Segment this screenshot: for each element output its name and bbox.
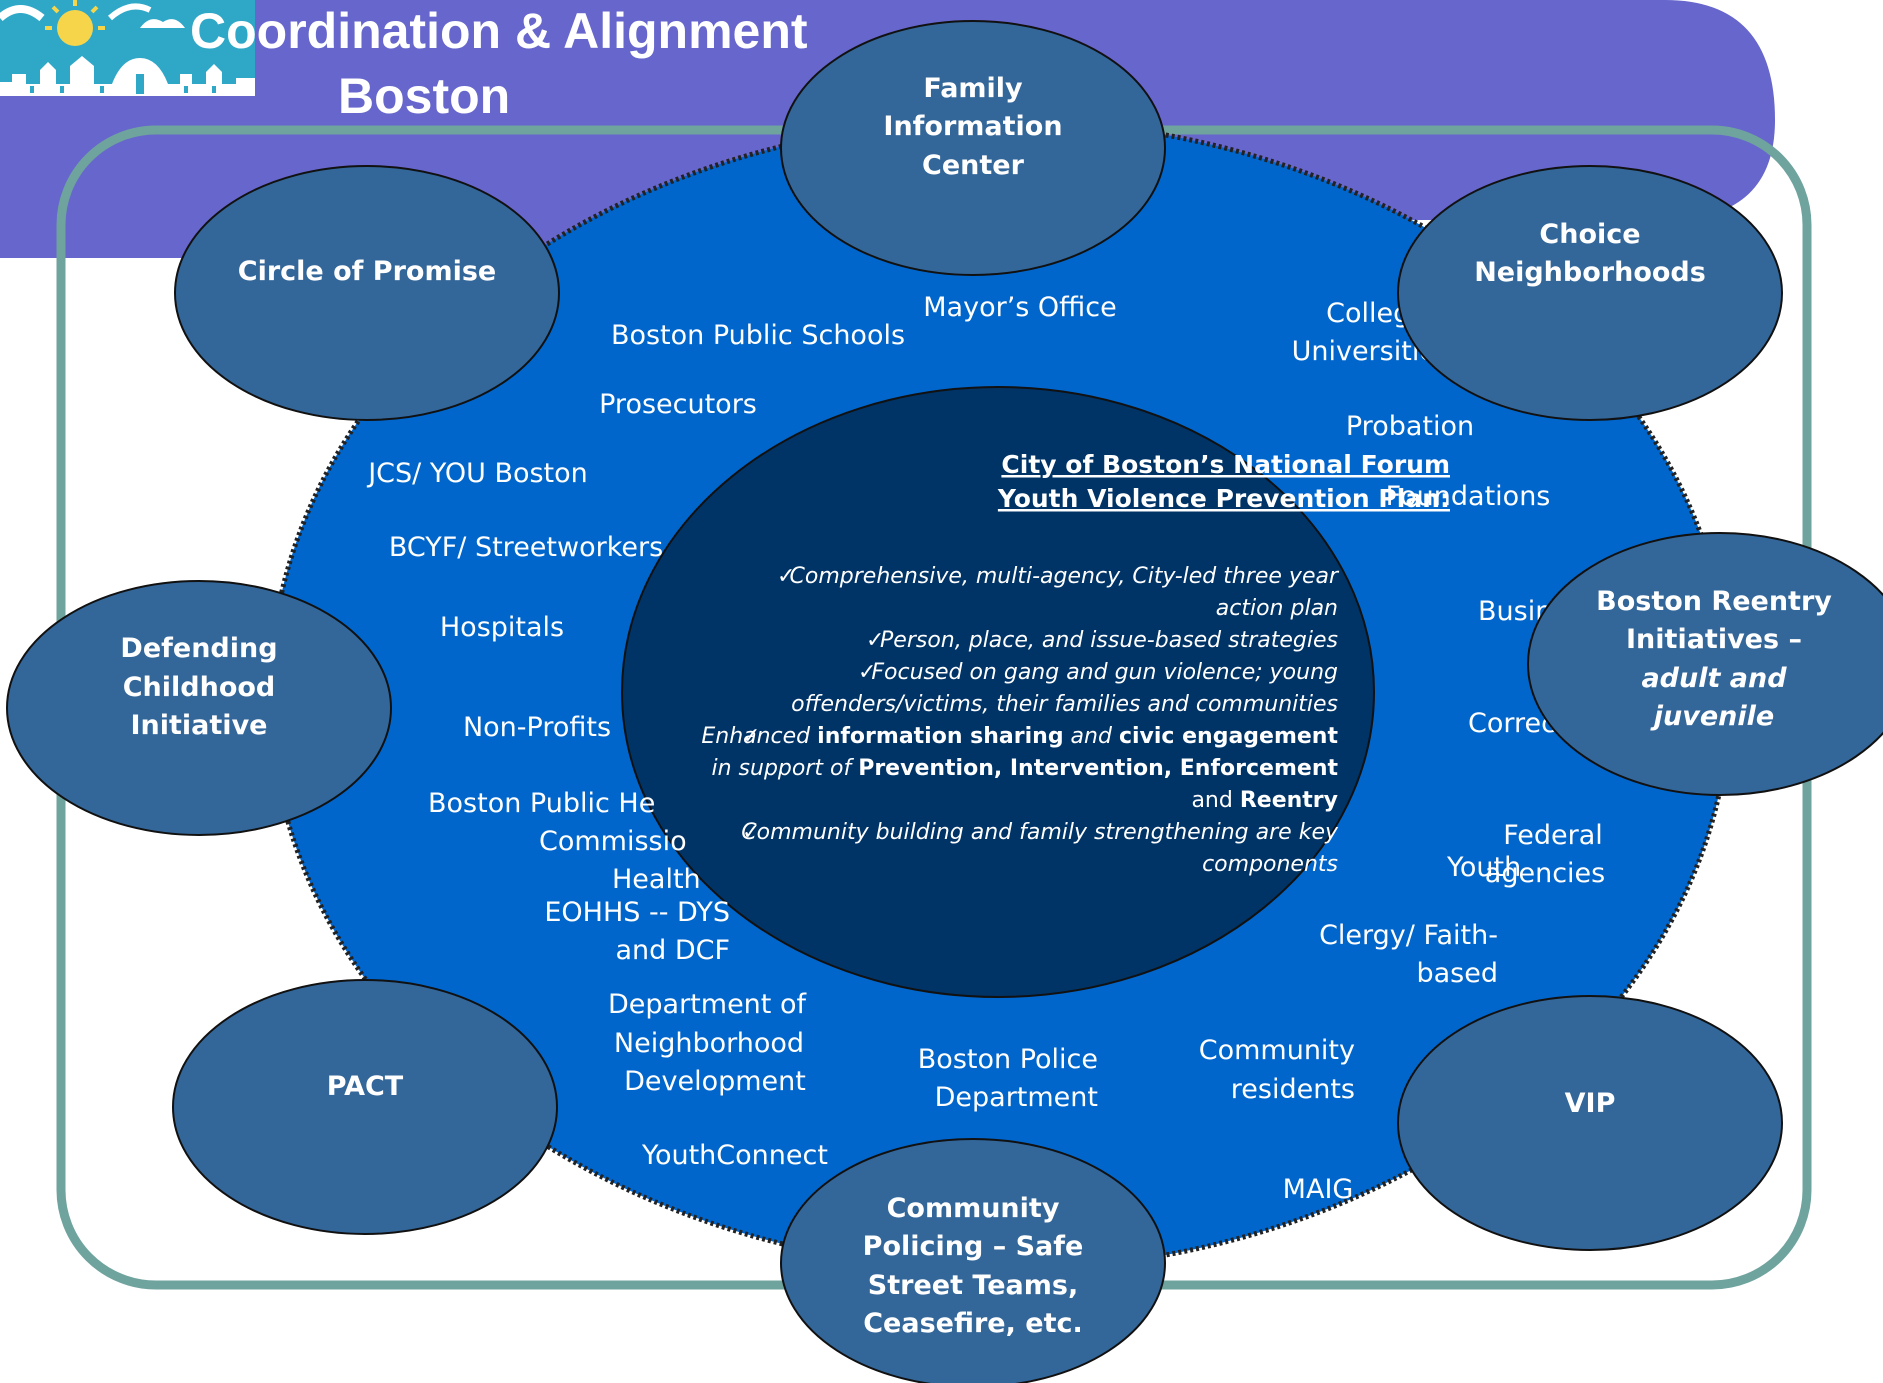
satellite-boston-reentry: Boston Reentry Initiatives – adult and j… <box>1527 532 1883 796</box>
satellite-label: Center <box>922 150 1025 181</box>
title-line-2: Boston <box>338 68 510 124</box>
satellite-label: Policing – Safe <box>863 1231 1084 1262</box>
satellite-label: Family <box>923 73 1023 104</box>
check-icon: ✓ <box>858 660 876 685</box>
check-icon: ✓ <box>742 820 760 845</box>
partner-dnd-line-3: Development <box>624 1066 806 1097</box>
satellite-vip: VIP <box>1397 995 1783 1251</box>
satellite-circle-of-promise: Circle of Promise <box>174 165 560 421</box>
core-bullet-5-line-2: components <box>1202 852 1338 877</box>
partner-eohhs-line-2: and DCF <box>615 935 730 966</box>
satellite-label: Community <box>887 1193 1060 1224</box>
satellite-label: Circle of Promise <box>238 256 496 287</box>
partner-maig: MAIG <box>1283 1174 1354 1205</box>
partner-youthconnect: YouthConnect <box>641 1140 828 1171</box>
partner-residents-line-1: Community <box>1199 1035 1355 1066</box>
satellite-label: Ceasefire, etc. <box>863 1308 1083 1339</box>
partner-mayors-office: Mayor’s Office <box>923 292 1116 323</box>
core-title-line-2: Youth Violence Prevention Plan: <box>997 484 1450 513</box>
satellite-label: adult and <box>1641 663 1787 694</box>
partner-probation: Probation <box>1346 411 1474 442</box>
partner-dnd-line-1: Department of <box>608 989 807 1020</box>
partner-youth: Youth <box>1446 852 1521 883</box>
satellite-family-information-center: Family Information Center <box>780 20 1166 276</box>
satellite-community-policing: Community Policing – Safe Street Teams, … <box>780 1138 1166 1383</box>
satellite-label: Choice <box>1539 219 1640 250</box>
partner-hospitals: Hospitals <box>440 612 564 643</box>
satellite-pact: PACT <box>172 979 558 1235</box>
core-bullet-5-line-1: Community building and family strengthen… <box>741 820 1339 845</box>
partner-non-profits: Non-Profits <box>463 712 611 743</box>
title-line-1: Coordination & Alignment <box>190 3 808 59</box>
core-bullet-3-line-2: offenders/victims, their families and co… <box>791 692 1338 717</box>
partner-jcs-you-boston: JCS/ YOU Boston <box>366 458 588 489</box>
core-bullet-3-line-1: Focused on gang and gun violence; young <box>871 660 1338 685</box>
partner-prosecutors: Prosecutors <box>599 389 757 420</box>
satellite-label: Childhood <box>123 672 276 703</box>
partner-bpd-line-1: Boston Police <box>918 1044 1098 1075</box>
partner-labels: Mayor’s Office Boston Public Schools Col… <box>366 292 1605 1205</box>
core-bullet-2: Person, place, and issue-based strategie… <box>880 628 1338 653</box>
check-icon: ✓ <box>742 724 760 749</box>
satellite-label: PACT <box>327 1071 404 1102</box>
core-bullet-1-line-1: Comprehensive, multi-agency, City-led th… <box>790 564 1340 589</box>
partner-bphc-line-3: Health <box>612 864 701 895</box>
satellite-label: Information <box>883 111 1062 142</box>
partner-dnd-line-2: Neighborhood <box>614 1028 804 1059</box>
partner-bphc-line-2: Commissio <box>539 826 687 857</box>
partner-clergy-line-1: Clergy/ Faith- <box>1319 920 1498 951</box>
partner-bpd-line-2: Department <box>935 1082 1098 1113</box>
partner-boston-public-schools: Boston Public Schools <box>611 320 905 351</box>
core-bullet-4-line-1: Enhanced information sharing and civic e… <box>701 724 1338 749</box>
partner-federal-line-2: agencies <box>1485 858 1605 889</box>
check-icon: ✓ <box>866 628 884 653</box>
satellite-label: Initiatives – <box>1626 624 1802 655</box>
core-plan: City of Boston’s National Forum Youth Vi… <box>701 450 1450 877</box>
core-bullet-4-line-2: in support of Prevention, Intervention, … <box>711 756 1338 781</box>
boston-logo <box>0 0 255 96</box>
partner-federal-line-1: Federal <box>1503 820 1603 851</box>
partner-bcyf-streetworkers: BCYF/ Streetworkers <box>389 532 663 563</box>
satellite-label: Street Teams, <box>868 1270 1078 1301</box>
partner-bphc-line-1: Boston Public He <box>428 788 655 819</box>
satellite-label: Boston Reentry <box>1596 586 1832 617</box>
core-bullet-4-line-3: and Reentry <box>1191 788 1338 813</box>
satellite-label: Neighborhoods <box>1474 257 1706 288</box>
core-ellipse <box>621 386 1375 998</box>
check-icon: ✓ <box>777 564 795 589</box>
satellite-defending-childhood: Defending Childhood Initiative <box>6 580 392 836</box>
partner-foundations: Foundations <box>1386 481 1551 512</box>
satellite-label: VIP <box>1565 1088 1616 1119</box>
satellite-label: Defending <box>120 633 277 664</box>
partner-residents-line-2: residents <box>1231 1074 1355 1105</box>
satellite-choice-neighborhoods: Choice Neighborhoods <box>1397 165 1783 421</box>
satellite-label: juvenile <box>1650 701 1774 732</box>
partner-eohhs-line-1: EOHHS -- DYS <box>544 897 730 928</box>
satellite-label: Initiative <box>131 710 268 741</box>
partner-clergy-line-2: based <box>1416 958 1498 989</box>
core-title-line-1: City of Boston’s National Forum <box>1001 450 1450 479</box>
core-bullet-1-line-2: action plan <box>1216 596 1338 621</box>
